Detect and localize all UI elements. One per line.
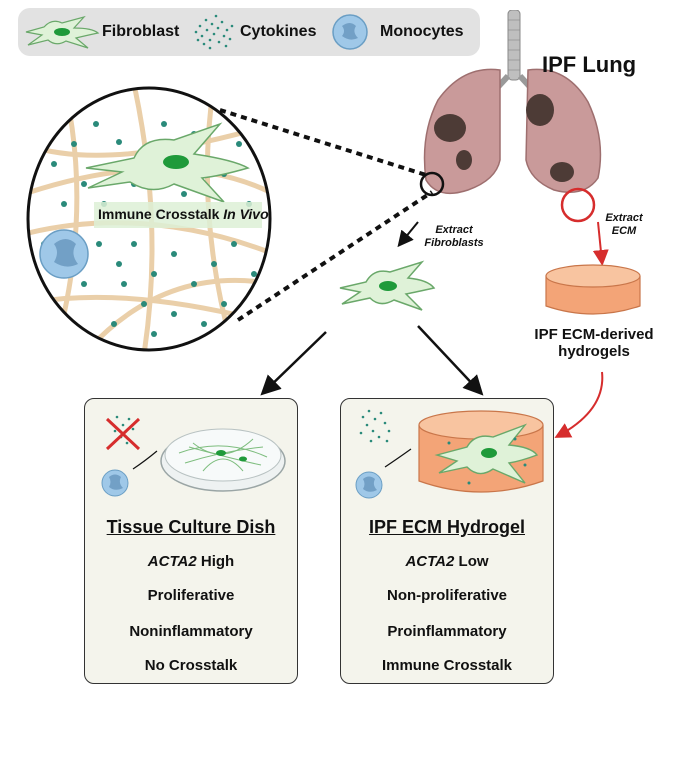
hydrogel-line-2: Proinflammatory xyxy=(387,623,507,640)
extract-ecm-label: Extract ECM xyxy=(605,212,643,237)
hydrogel-disc-icon xyxy=(545,264,641,315)
dish-line-2: Noninflammatory xyxy=(129,623,253,640)
hydrogel-illustration xyxy=(355,409,544,499)
hydrogel-line-1: Non-proliferative xyxy=(386,587,507,604)
dish-line-1: Proliferative xyxy=(147,587,235,604)
dish-acta2-line: ACTA2 High xyxy=(147,553,235,570)
tissue-culture-dish-panel: Tissue Culture Dish ACTA2 High Prolifera… xyxy=(84,398,298,684)
fibroblast-icon xyxy=(25,15,100,49)
legend-fibroblast-label: Fibroblast xyxy=(102,23,180,40)
legend-cytokines-label: Cytokines xyxy=(240,23,317,40)
hydrogel-line-3: Immune Crosstalk xyxy=(381,657,513,674)
hydrogel-to-panel-arrow xyxy=(554,371,604,438)
ipf-lung-illustration xyxy=(423,10,602,195)
hydrogel-acta2-line: ACTA2 Low xyxy=(405,553,489,570)
hydrogel-label: IPF ECM-derived hydrogels xyxy=(534,326,654,360)
to-dish-arrow xyxy=(260,331,327,396)
legend-monocytes-label: Monocytes xyxy=(380,23,464,40)
dish-line-3: No Crosstalk xyxy=(144,657,238,674)
ipf-lung-title: IPF Lung xyxy=(542,52,637,77)
ipf-ecm-hydrogel-panel: IPF ECM Hydrogel ACTA2 Low Non-prolifera… xyxy=(340,398,554,684)
extract-fibroblasts-label: Extract Fibroblasts xyxy=(424,224,484,249)
in-vivo-zoom-circle xyxy=(26,86,272,352)
lung-sample-circle xyxy=(419,171,445,197)
ecm-sample-circle xyxy=(560,187,596,223)
monocyte-icon xyxy=(332,14,368,50)
hydrogel-panel-title: IPF ECM Hydrogel xyxy=(368,517,525,537)
extract-fibroblasts-arrow xyxy=(397,221,419,248)
cytokines-icon xyxy=(194,14,234,50)
extract-ecm-arrow xyxy=(592,221,609,266)
in-vivo-label: Immune Crosstalk In Vivo xyxy=(98,206,269,222)
to-hydrogel-arrow xyxy=(417,325,484,396)
extracted-fibroblast-icon xyxy=(339,260,436,311)
dish-illustration xyxy=(101,415,286,497)
dish-panel-title: Tissue Culture Dish xyxy=(106,517,276,537)
